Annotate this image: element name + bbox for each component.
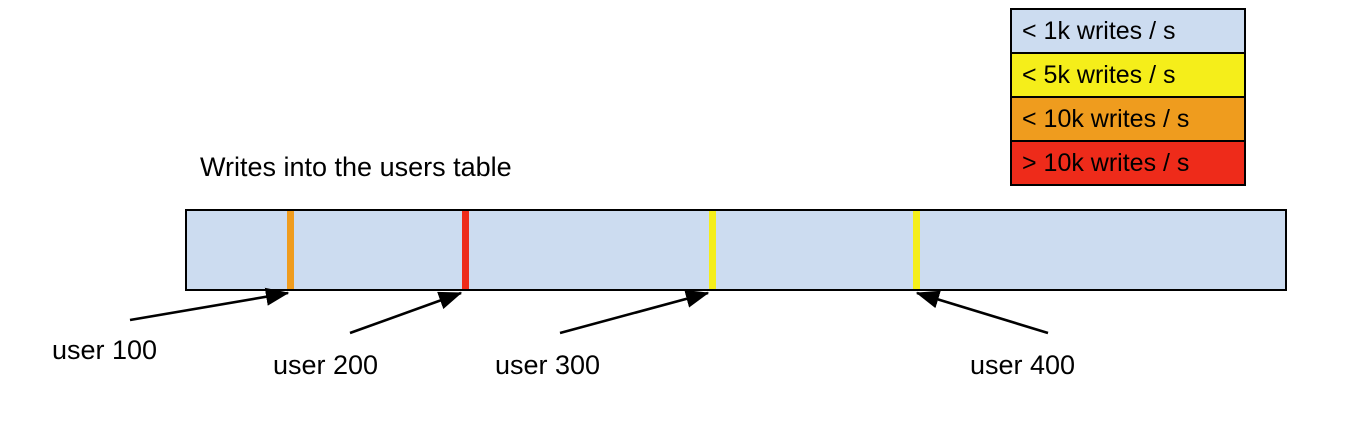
stripe-user-100 [287, 211, 294, 289]
arrow-user-100 [129, 287, 290, 322]
legend-row-label: < 5k writes / s [1022, 60, 1176, 89]
legend-row-over-10k: > 10k writes / s [1012, 142, 1244, 186]
legend-row-under-1k: < 1k writes / s [1012, 10, 1244, 54]
label-user-300: user 300 [495, 350, 601, 380]
legend-row-label: > 10k writes / s [1022, 148, 1190, 177]
legend-row-label: < 1k writes / s [1022, 16, 1176, 45]
chart-caption: Writes into the users table [200, 152, 512, 182]
legend-row-under-5k: < 5k writes / s [1012, 54, 1244, 98]
label-user-200: user 200 [273, 350, 379, 380]
arrow-user-200 [349, 291, 463, 335]
legend-row-under-10k: < 10k writes / s [1012, 98, 1244, 142]
stripe-user-300 [709, 211, 716, 289]
arrow-user-400 [915, 290, 1049, 335]
users-table-keyspace-bar [185, 209, 1287, 291]
write-rate-legend: < 1k writes / s < 5k writes / s < 10k wr… [1010, 8, 1246, 186]
label-user-100: user 100 [52, 335, 158, 365]
stripe-user-200 [462, 211, 469, 289]
stripe-user-400 [913, 211, 920, 289]
arrow-user-300 [559, 289, 710, 335]
label-user-400: user 400 [970, 350, 1076, 380]
legend-row-label: < 10k writes / s [1022, 104, 1190, 133]
